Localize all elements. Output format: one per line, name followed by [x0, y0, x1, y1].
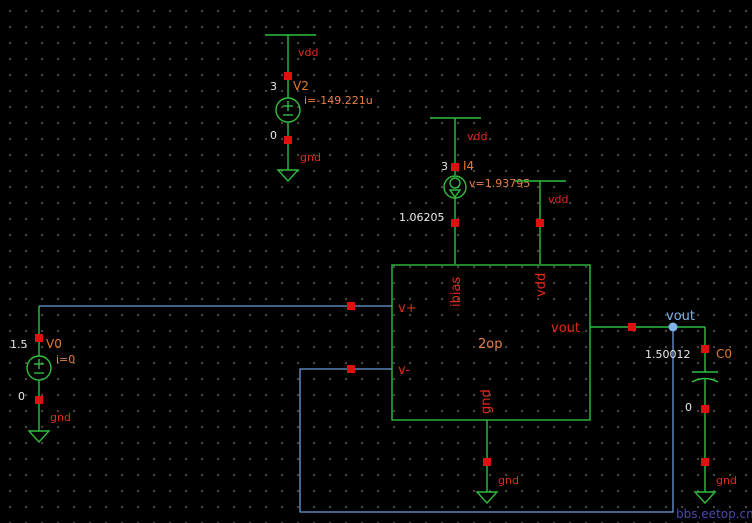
- v0-instance-name: V0: [46, 337, 62, 351]
- v0-current-annotation: i=0: [56, 353, 75, 366]
- v2-minus-pin[interactable]: [284, 136, 292, 144]
- pin-label-vminus: v-: [398, 363, 410, 378]
- c0-instance-name: C0: [716, 347, 732, 361]
- vout-pin-marker[interactable]: [628, 323, 636, 331]
- vplus-input-pin[interactable]: [347, 302, 355, 310]
- v2-top-node-voltage: 3: [270, 80, 277, 93]
- v2-vdd-label: vdd: [298, 46, 318, 59]
- pin-label-vout: vout: [551, 321, 580, 336]
- pin-label-ibias: ibias: [449, 277, 464, 307]
- vout-probe-dot[interactable]: [668, 322, 678, 332]
- v0-top-node-voltage: 1.5: [10, 338, 28, 351]
- v0-gnd-label: gnd: [50, 411, 71, 424]
- opamp-vdd-pin-marker[interactable]: [536, 219, 544, 227]
- v0-plus-pin[interactable]: [35, 334, 43, 342]
- c0-gnd-label: gnd: [716, 474, 737, 487]
- vout-net-label: vout: [666, 309, 695, 324]
- pin-label-vplus: v+: [398, 301, 417, 316]
- v2-plus-pin[interactable]: [284, 72, 292, 80]
- opamp-cell-name: 2op: [478, 337, 502, 352]
- vout-net[interactable]: vout: [590, 309, 705, 332]
- c0-top-node-voltage: 1.50012: [645, 348, 691, 361]
- i4-bottom-pin[interactable]: [451, 219, 459, 227]
- i4-instance-name: I4: [463, 159, 474, 173]
- c0-gnd-pin[interactable]: [701, 458, 709, 466]
- v2-source[interactable]: vdd 3 V2 i=-149.221u 0 gnd: [265, 34, 373, 183]
- opamp-gnd-net-label: gnd: [498, 474, 519, 487]
- v0-bottom-node-voltage: 0: [18, 390, 25, 403]
- c0-bottom-pin[interactable]: [701, 405, 709, 413]
- watermark: bbs.eetop.cn: [676, 507, 752, 521]
- i4-top-node-voltage: 3: [441, 160, 448, 173]
- v0-minus-pin[interactable]: [35, 396, 43, 404]
- c0-bottom-node-voltage: 0: [685, 401, 692, 414]
- v2-bottom-node-voltage: 0: [270, 129, 277, 142]
- opamp-gnd-wire: gnd: [475, 420, 519, 505]
- opamp-gnd-pin-marker[interactable]: [483, 458, 491, 466]
- pin-label-vdd: vdd: [534, 273, 549, 297]
- i4-current-source[interactable]: vdd 3 I4 v=1.93795 1.06205: [399, 117, 530, 264]
- opamp-2op[interactable]: v+ v- vout ibias vdd gnd 2op: [391, 264, 591, 421]
- pin-label-gnd: gnd: [479, 389, 494, 414]
- i4-voltage-annotation: v=1.93795: [469, 177, 530, 190]
- v2-gnd-label: gnd: [300, 151, 321, 164]
- i4-vdd-label: vdd: [467, 130, 487, 143]
- feedback-wire[interactable]: [299, 327, 674, 513]
- vminus-input-pin[interactable]: [347, 365, 355, 373]
- v2-instance-name: V2: [293, 79, 309, 93]
- i4-bottom-node-voltage: 1.06205: [399, 211, 445, 224]
- i4-top-pin[interactable]: [451, 163, 459, 171]
- c0-top-pin[interactable]: [701, 345, 709, 353]
- opamp-vdd-wire: vdd: [515, 180, 568, 264]
- c0-capacitor[interactable]: 1.50012 C0 0 gnd: [645, 327, 737, 505]
- v2-current-annotation: i=-149.221u: [304, 94, 373, 107]
- v0-source[interactable]: 1.5 V0 i=0 0 gnd: [10, 302, 392, 444]
- opamp-vdd-net-label: vdd: [548, 193, 568, 206]
